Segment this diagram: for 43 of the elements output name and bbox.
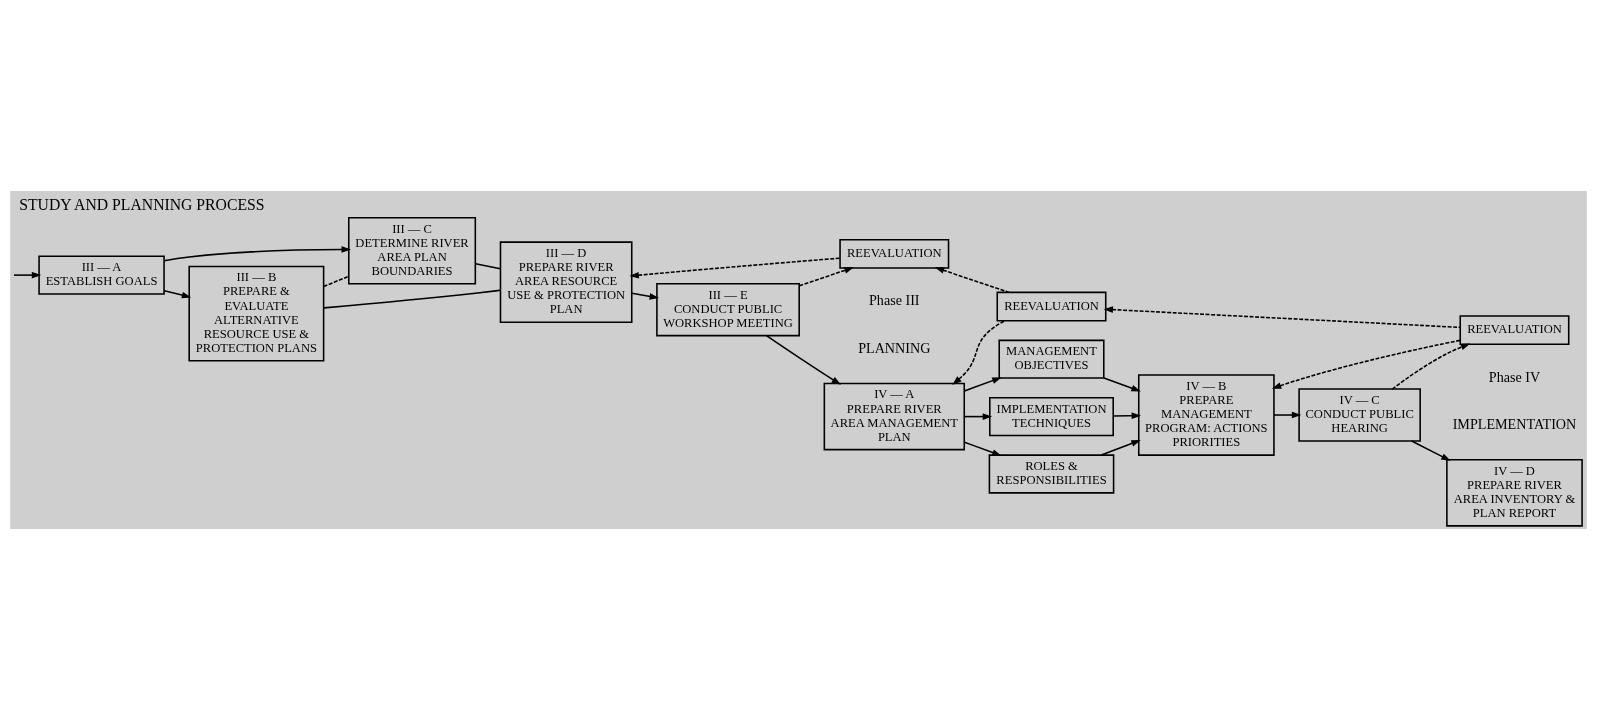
arrow	[1410, 439, 1451, 461]
arrow	[963, 376, 1002, 392]
node-box: III — C DETERMINE RIVER AREA PLAN BOUNDARIES	[348, 216, 477, 285]
label: PLANNING	[858, 339, 931, 356]
arrow	[934, 266, 1010, 293]
arrow	[163, 245, 351, 262]
node-box: IV — D PREPARE RIVER AREA INVENTORY & PLAN REPORT	[1446, 458, 1583, 527]
arrow	[1103, 305, 1461, 328]
arrow	[798, 266, 854, 287]
node-box: REEVALUATION	[996, 291, 1107, 321]
node-box: III — A ESTABLISH GOALS	[38, 254, 165, 295]
arrow	[1273, 411, 1302, 418]
label: Phase III	[868, 291, 920, 308]
node-box: ROLES & RESPONSIBILITIES	[988, 453, 1115, 494]
arrow	[1391, 343, 1471, 390]
label: IMPLEMENTATION	[1452, 415, 1577, 432]
node-box: III — D PREPARE RIVER AREA RESOURCE USE & PROTECTION PLAN	[499, 240, 633, 323]
node-box: IV — A PREPARE RIVER AREA MANAGEMENT PLAN	[823, 382, 966, 450]
arrow	[629, 256, 841, 278]
node-box: IV — C CONDUCT PUBLIC HEARING	[1298, 387, 1421, 442]
arrow	[631, 292, 659, 300]
arrow	[1103, 376, 1141, 391]
connector	[474, 262, 502, 270]
arrow	[1100, 439, 1141, 456]
arrow	[765, 334, 841, 385]
arrow	[1271, 339, 1461, 389]
node-box: III — B PREPARE & EVALUATE ALTERNATIVE RESOURCE USE & PROTECTION PLANS	[188, 265, 325, 362]
arrow	[963, 440, 1002, 456]
arrow	[952, 319, 1006, 385]
node-box: III — E CONDUCT PUBLIC WORKSHOP MEETING	[656, 282, 800, 336]
node-box: IMPLEMENTATION TECHNIQUES	[989, 396, 1114, 436]
label: Phase IV	[1488, 368, 1541, 385]
arrow	[13, 271, 42, 278]
node-box: REEVALUATION	[839, 238, 950, 269]
node-box: REEVALUATION	[1459, 314, 1570, 345]
arrow	[163, 289, 192, 298]
arrow	[963, 412, 993, 420]
node-box: IV — B PREPARE MANAGEMENT PROGRAM: ACTIONS PRIORITIES	[1137, 373, 1275, 456]
connector	[323, 289, 502, 309]
node-box: MANAGEMENT OBJECTIVES	[998, 339, 1105, 379]
arrow	[1112, 411, 1142, 419]
connector	[322, 275, 350, 287]
diagram-title: STUDY AND PLANNING PROCESS	[19, 195, 265, 213]
